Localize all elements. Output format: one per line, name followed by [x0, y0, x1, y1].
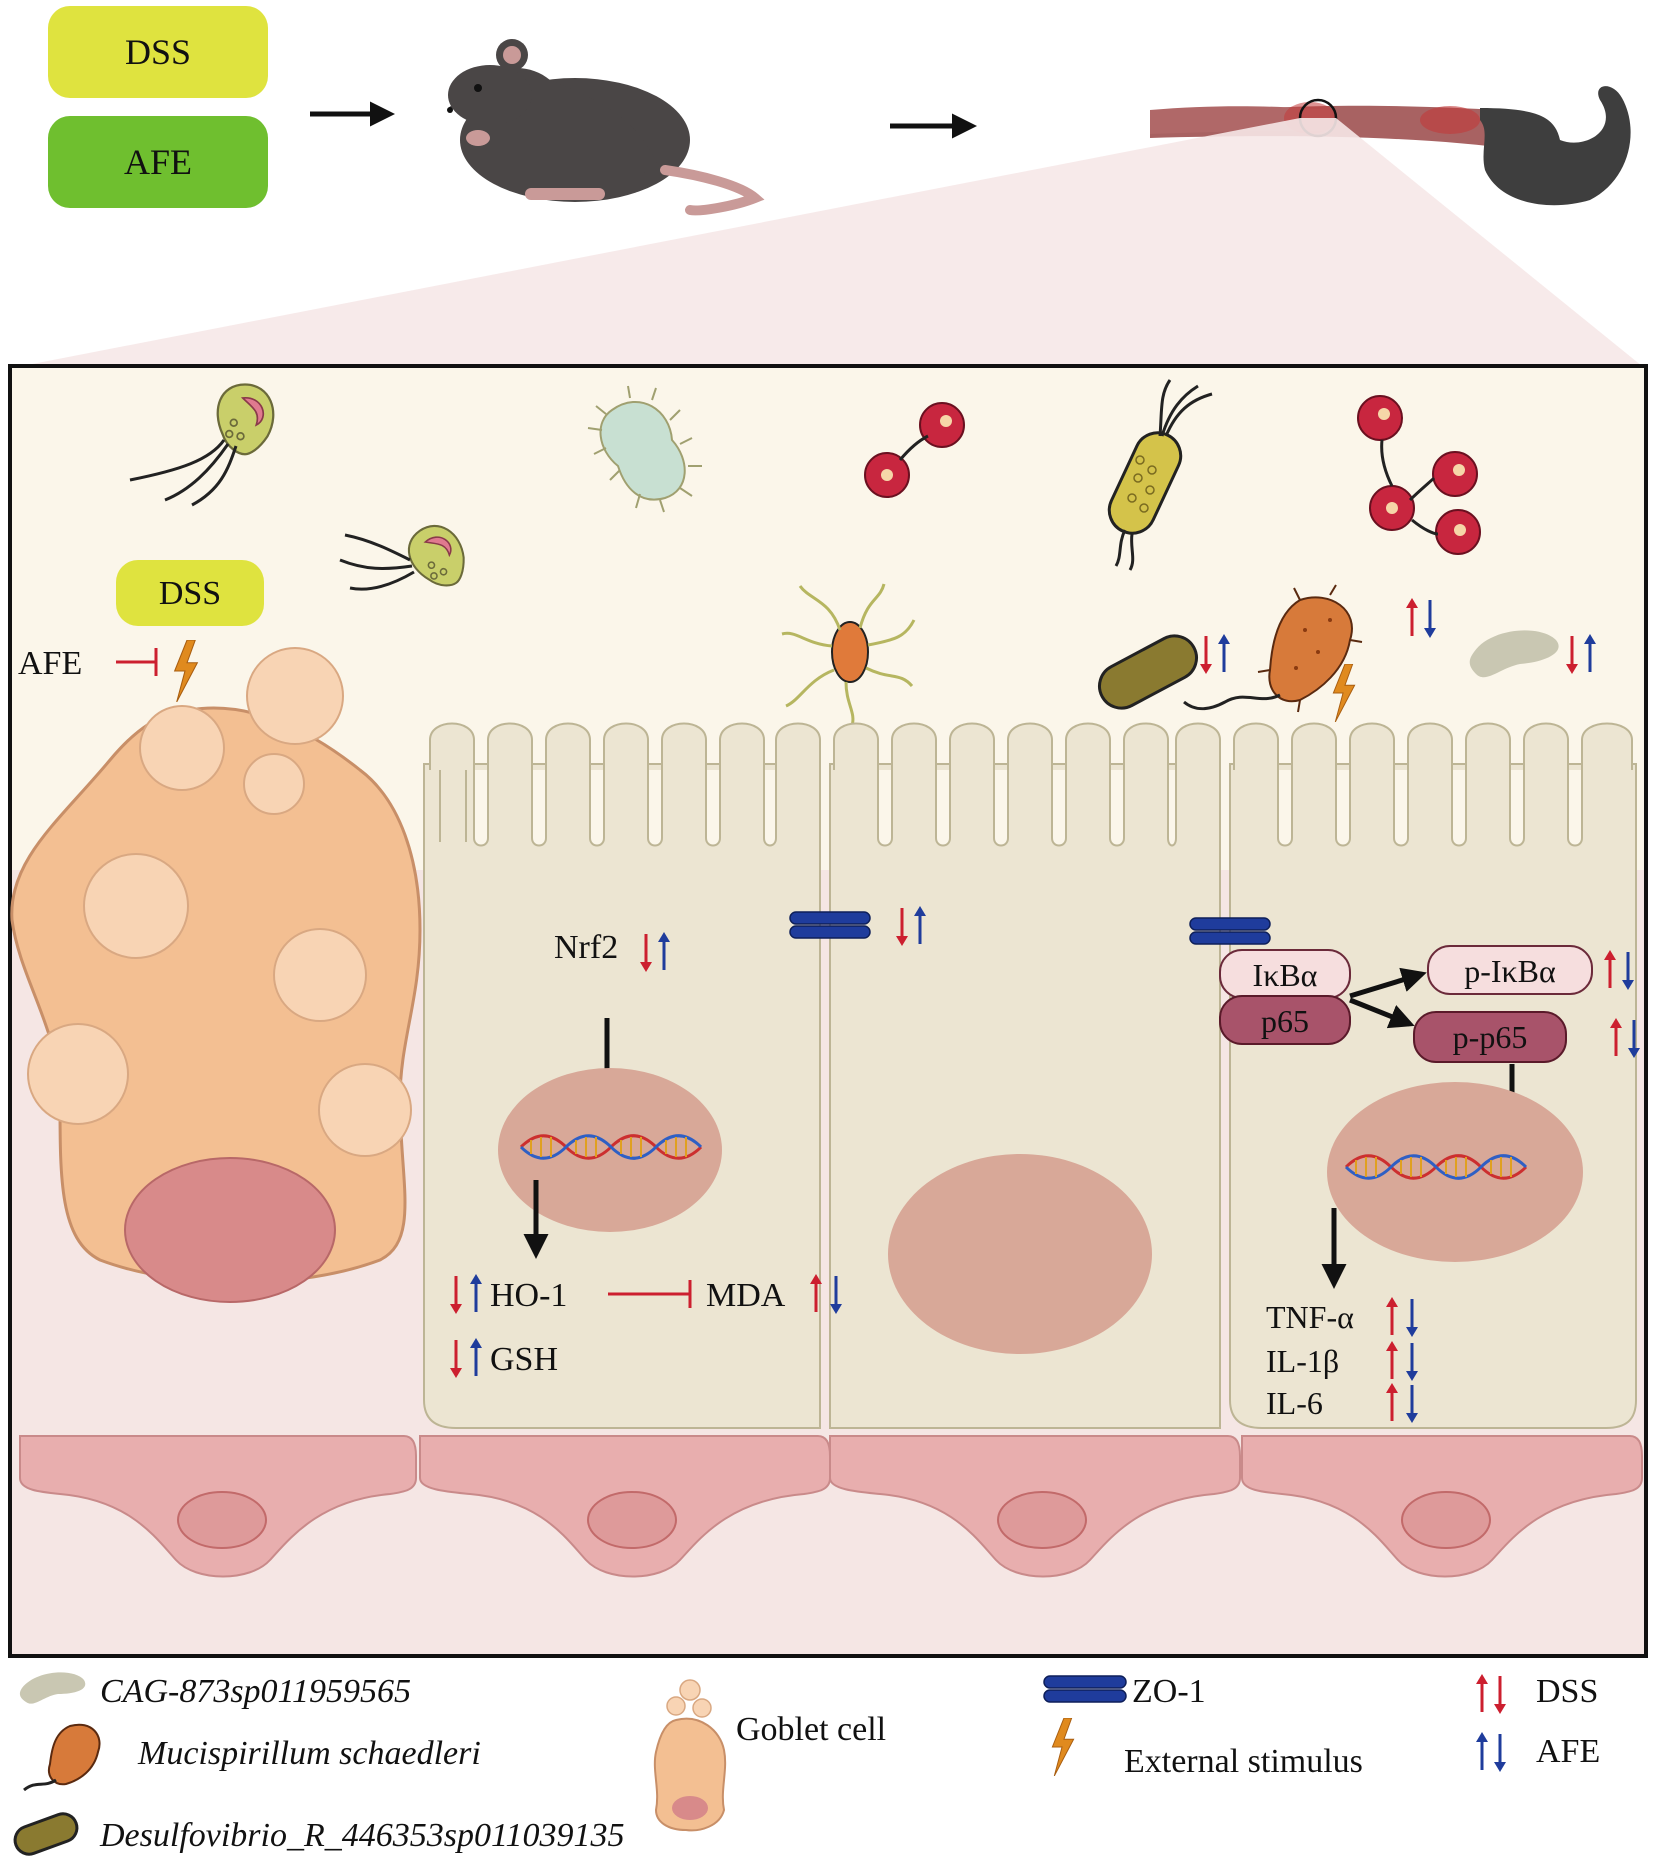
zoom-callout — [22, 118, 1642, 366]
red-cocci-chain — [1357, 395, 1481, 555]
desulfovibrio-icon — [13, 1812, 79, 1856]
p65-label: p65 — [1261, 1003, 1309, 1039]
legend-stimulus: External stimulus — [1124, 1743, 1363, 1780]
il1b-label: IL-1β — [1266, 1343, 1339, 1379]
up-arrow-icon — [1476, 1672, 1488, 1714]
dss-treatment-label: DSS — [125, 32, 191, 72]
bacteria-icon — [129, 379, 1596, 727]
p-p65-box — [1413, 1011, 1567, 1063]
mucispirillum-icon — [1183, 584, 1363, 713]
tnf-label: TNF-α — [1266, 1299, 1354, 1335]
down-arrow-icon — [1494, 1674, 1506, 1716]
orange-flagellate — [781, 583, 916, 727]
spiky-bacterium — [587, 385, 702, 513]
p-ikba-box — [1427, 945, 1593, 995]
goblet-cell — [10, 647, 422, 1303]
il6-label: IL-6 — [1266, 1385, 1323, 1421]
p65-box — [1219, 995, 1351, 1045]
afe-treatment-box — [48, 116, 268, 208]
red-cocci — [864, 402, 965, 498]
zo1-icon — [1043, 1689, 1127, 1703]
gsh-label: GSH — [490, 1341, 558, 1378]
afe-treatment-label: AFE — [124, 142, 192, 182]
goblet-cell-icon — [653, 1679, 727, 1832]
legend-dss: DSS — [1536, 1673, 1598, 1710]
legend-desulfovibrio: Desulfovibrio_R_446353sp011039135 — [99, 1817, 624, 1854]
ikba-label: IκBα — [1253, 957, 1318, 993]
flagellated-rod — [1107, 379, 1213, 571]
dss-treatment-box — [48, 6, 268, 98]
legend-mucispirillum: Mucispirillum schaedleri — [137, 1735, 481, 1772]
legend-zo1: ZO-1 — [1132, 1673, 1206, 1710]
zo1-junction-left — [789, 911, 871, 939]
p-p65-label: p-p65 — [1453, 1019, 1528, 1055]
arrow-to-p-ikba — [1349, 967, 1427, 999]
header-treatments: DSS AFE — [48, 6, 268, 208]
legend-afe: AFE — [1536, 1733, 1600, 1770]
arrow-to-p-p65 — [1349, 997, 1415, 1029]
nrf2-label: Nrf2 — [554, 929, 618, 966]
legend-goblet: Goblet cell — [736, 1711, 886, 1748]
ho1-label: HO-1 — [490, 1277, 567, 1314]
lumen-dss-box — [116, 560, 264, 626]
mouse-icon — [447, 39, 765, 216]
mucispirillum-icon — [23, 1723, 101, 1792]
zo1-icon — [1043, 1675, 1127, 1689]
up-arrow-icon — [1476, 1730, 1488, 1772]
lumen-afe-label: AFE — [18, 645, 82, 682]
cag-icon — [1469, 630, 1559, 678]
p-ikba-label: p-IκBα — [1464, 953, 1556, 989]
legend-cag: CAG-873sp011959565 — [100, 1673, 411, 1710]
legend: CAG-873sp011959565 Mucispirillum schaedl… — [13, 1672, 1600, 1856]
basal-cells — [19, 1435, 1643, 1578]
down-arrow-icon — [1494, 1732, 1506, 1774]
zo1-junction-right — [1189, 917, 1271, 945]
desulfovibrio-icon — [1098, 634, 1198, 710]
mda-label: MDA — [706, 1277, 786, 1314]
lightning-icon — [1051, 1718, 1075, 1776]
lumen-dss-label: DSS — [159, 575, 221, 612]
nucleus — [888, 1154, 1152, 1354]
cag-icon — [19, 1672, 86, 1704]
